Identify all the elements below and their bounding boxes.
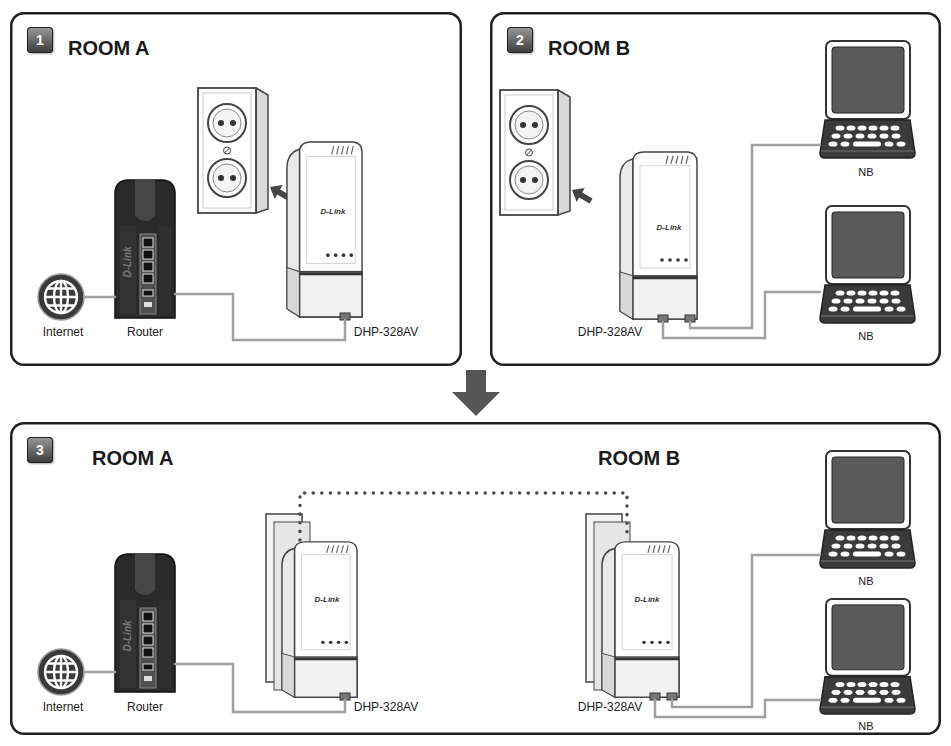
brand-logo: D-Link [315,596,340,604]
cable-line [655,700,820,717]
notebook-computer: NB [820,450,915,570]
globe-icon [38,274,84,320]
notebook-computer: NB [820,598,915,716]
brand-logo: D-Link [635,596,660,604]
step-number: 3 [36,442,44,458]
brand-logo: D-Link [123,620,133,651]
laptop-illustration [820,206,915,323]
internet-globe: Internet [38,274,84,320]
wall-outlet [198,88,268,213]
room-title: ROOM A [68,37,149,60]
globe-icon [38,649,84,695]
step-number: 1 [36,32,44,48]
room-panel: ROOM AROOM B3InternetRouterDHP-328AVNBNB… [10,422,941,735]
brand-logo: D-Link [321,208,346,216]
cable-line [672,555,820,707]
device-label: Router [127,701,163,715]
powerline-link [300,493,627,540]
router-illustration [115,180,175,318]
internet-globe: Internet [38,649,84,695]
plug-arrow [568,183,595,208]
device-label: NB [858,166,873,179]
powerline-adapter: DHP-328AV [285,140,363,320]
brand-logo: D-Link [657,224,682,232]
device-label: NB [858,720,873,733]
room-title: ROOM A [92,447,173,470]
device-label: Internet [43,701,84,715]
brand-logo: D-Link [123,246,133,277]
room-title: ROOM B [548,37,630,60]
device-label: DHP-328AV [578,326,642,340]
cable-line [690,145,820,328]
device-label: DHP-328AV [354,701,418,715]
adapter-illustration [602,542,679,697]
step-badge: 2 [507,27,533,53]
powerline-adapter: DHP-328AV [600,540,680,700]
step-arrow [452,370,500,416]
device-label: NB [858,575,873,588]
laptop-illustration [820,41,915,158]
step-badge: 1 [27,27,53,53]
notebook-computer: NB [820,40,915,160]
step-badge: 3 [27,437,53,463]
cable-line [84,671,115,674]
device-label: NB [858,330,873,343]
room-panel: ROOM B 2NB NB DHP-328AV [490,12,941,366]
device-label: Router [127,326,163,340]
powerline-adapter: DHP-328AV [280,540,358,700]
room-title: ROOM B [598,447,680,470]
notebook-computer: NB [820,205,915,325]
cable-line [663,292,820,338]
laptop-illustration [820,451,915,568]
cable-line [84,296,115,299]
router-illustration [115,554,175,692]
device-label: DHP-328AV [354,326,418,340]
wall-outlet [500,90,570,215]
adapter-illustration [620,152,697,319]
adapter-illustration [287,142,362,317]
room-panel: ROOM A1InternetRouterDHP-328AV [10,12,462,366]
powerline-adapter: DHP-328AV [618,150,698,322]
device-label: DHP-328AV [578,701,642,715]
cable-line [175,294,345,340]
device-label: Internet [43,326,84,340]
cable-line [175,664,345,712]
step-number: 2 [516,32,524,48]
laptop-illustration [820,599,915,714]
adapter-illustration [282,542,357,697]
